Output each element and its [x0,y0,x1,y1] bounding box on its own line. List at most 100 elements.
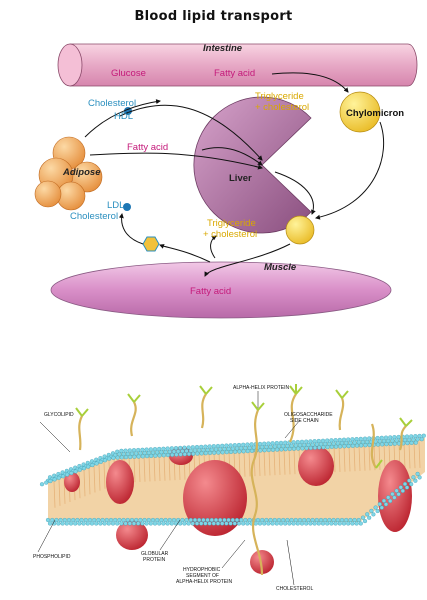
lipid-head [94,521,99,526]
lipid-head [291,521,296,526]
lipid-head [236,442,242,447]
diagram-title: Blood lipid transport [134,9,293,24]
lipid-head [201,448,206,453]
lipid-head [262,441,267,446]
lipid-tail [148,455,151,482]
lipid-head [335,441,340,446]
lipid-head [348,440,353,445]
lipid-head [167,449,172,454]
lipid-head [45,517,51,523]
lipid-head [295,521,300,526]
lipid-head [299,439,305,444]
lipid-head [354,437,359,442]
adipose-label: Adipose [63,167,101,178]
lipid-head [150,450,156,455]
lipid-head [276,444,282,449]
lipid-head [241,442,246,447]
lipid-head [380,442,385,447]
lipid-head [300,446,305,451]
lipid-head [247,445,252,450]
cell-membrane-diagram [37,384,426,586]
lipid-head [257,521,263,526]
fatty-acid-adipose-label: Fatty acid [127,142,169,153]
lipid-head [367,442,372,448]
lipid-tail [98,464,101,491]
lipid-head [325,438,330,443]
lipid-head [293,443,298,448]
lipid-tail [353,445,356,472]
lipid-head [131,521,137,526]
lipid-head [131,448,137,453]
lipid-head [421,433,426,438]
lipid-head [71,517,76,523]
lipid-head [155,517,160,523]
lipid-head [192,448,198,453]
lipid-head [316,438,321,444]
lipid-head [344,440,349,446]
lipid-head [134,517,139,523]
lipid-tail [143,455,146,482]
phospholipid-pointer [37,519,56,553]
lipid-head [249,442,254,447]
lipid-head [144,454,150,459]
lipid-head [318,517,324,523]
lipid-head [329,444,334,449]
lipid-head [89,521,95,526]
lipid-head [310,442,315,447]
lipid-head [222,447,227,452]
lipid-head [117,452,122,457]
lipid-head [383,435,389,440]
lipid-head [314,442,319,447]
lipid-head [237,449,242,454]
lipid-head [417,433,422,438]
hydrophobic-line3: ALPHA-HELIX PROTEIN [176,579,233,585]
lipid-head [201,517,206,523]
lipid-head [325,521,330,526]
lipid-head [56,475,61,480]
lipid-head [287,446,292,452]
lipid-head [234,446,240,451]
lipid-head [360,515,366,520]
lipid-head [308,521,313,526]
tg-chol-2-line2: + cholesterol [203,229,258,240]
ldl-cholesterol-label: Cholesterol [70,211,119,222]
lipid-head [283,440,288,445]
lipid-head [304,446,309,451]
lipid-head [125,517,130,523]
lipid-tail [368,444,371,471]
lipid-head [171,449,177,454]
lipid-head [304,521,309,526]
lipid-head [194,521,200,526]
lipid-head [274,441,279,446]
cholesterol-pointer [286,539,295,586]
lipid-head [191,451,196,456]
oligo-line2: SIDE CHAIN [290,418,319,424]
lipid-head [333,438,338,443]
lipid-tail [83,470,86,497]
lipid-head [110,521,116,526]
lipid-head [178,521,183,526]
lipid-head [142,517,147,523]
lipid-head [159,450,164,455]
lipid-head [308,439,313,444]
lipid-head [388,435,393,440]
lipid-head [365,512,370,517]
lipid-head [157,446,162,451]
lipid-head [344,517,349,523]
lipid-head [212,450,217,455]
globular-pointer [159,519,181,551]
lipid-head [363,443,368,448]
lipid-tail [88,468,91,495]
lipid-head [115,521,120,526]
lipid-head [384,442,389,447]
lipid-tail [258,449,261,476]
alpha-helix-proteins [78,393,407,576]
lipid-head [224,450,229,455]
lipid-head [152,447,158,452]
tg-chol-1-line1: Triglyceride [255,91,304,102]
lipid-head [79,517,84,523]
lipid-head [152,521,158,526]
lipid-tail [408,442,411,469]
lipid-head [142,451,147,456]
lipid-head [73,521,78,526]
